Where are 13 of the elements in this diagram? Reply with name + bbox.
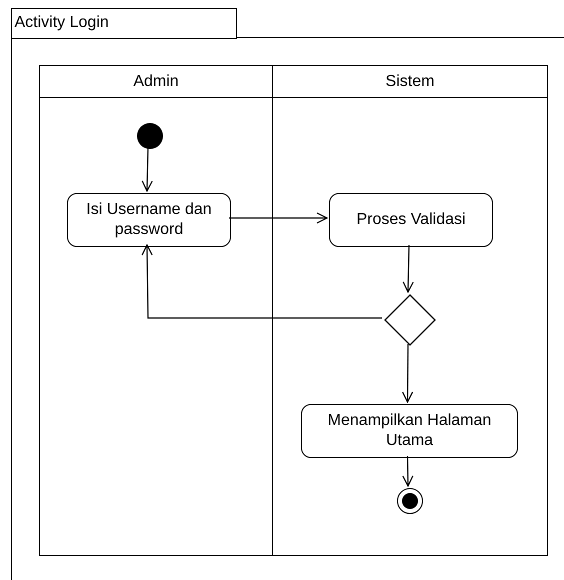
- lane-header: Sistem: [273, 66, 547, 98]
- arrow: [402, 456, 414, 487]
- arrow: [142, 244, 382, 319]
- swimlane: [39, 65, 273, 556]
- arrow: [229, 212, 328, 224]
- frame-title: Activity Login: [10, 8, 236, 39]
- action-box: Proses Validasi: [329, 193, 493, 247]
- action-box: Isi Username dan password: [67, 193, 231, 247]
- arrow: [402, 244, 414, 293]
- swimlane: [272, 65, 548, 556]
- arrow: [142, 146, 153, 192]
- arrow: [402, 344, 414, 403]
- action-box: Menampilkan Halaman Utama: [301, 404, 518, 458]
